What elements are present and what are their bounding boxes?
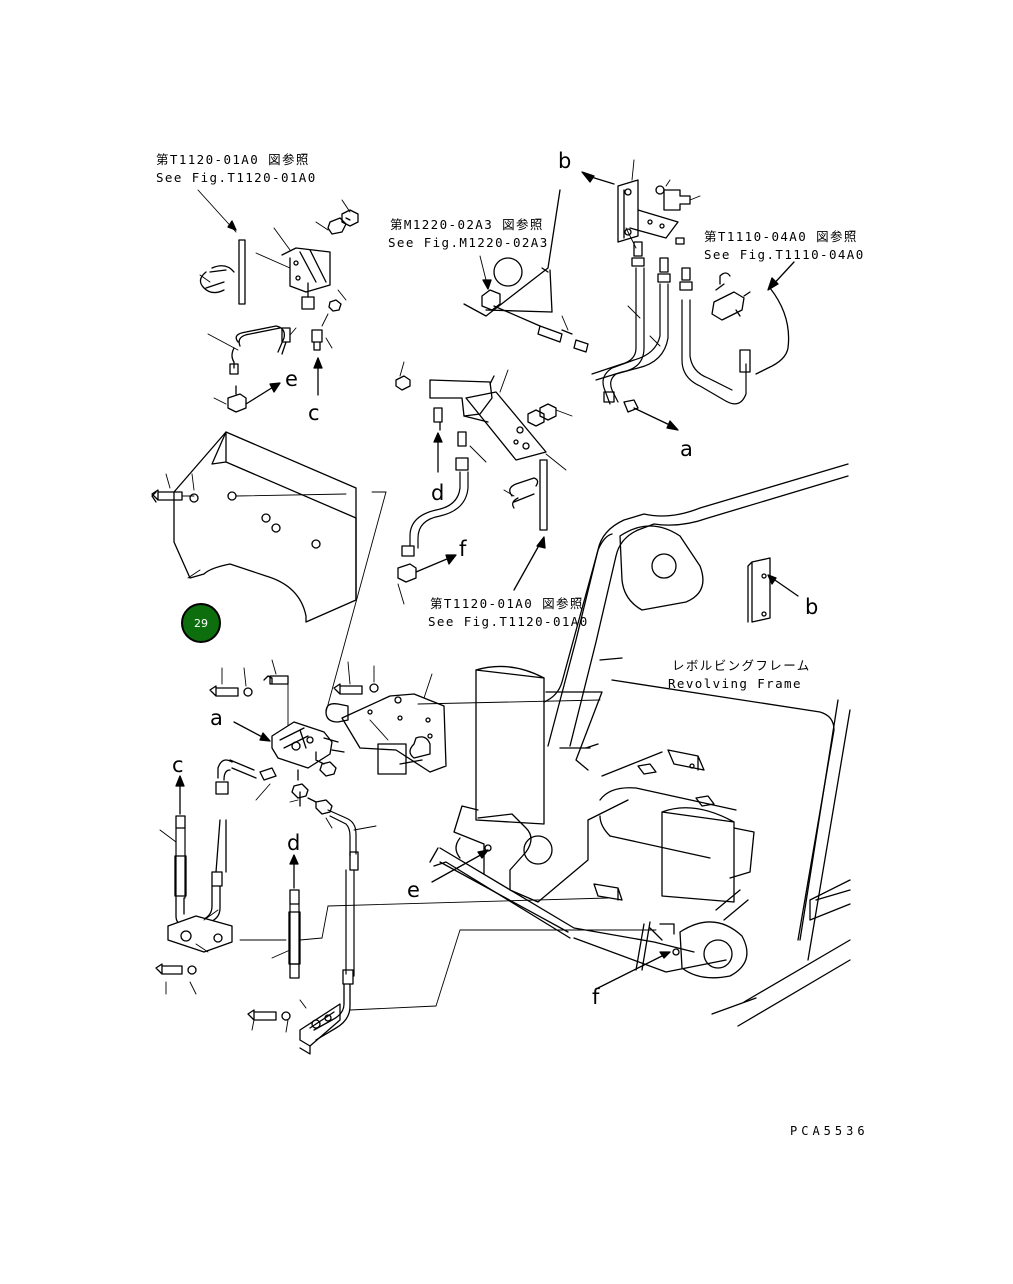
callout-letter-c-lower: c	[172, 753, 184, 777]
top-right-hose-assembly	[463, 159, 795, 431]
callout-letter-b-top: b	[558, 149, 571, 173]
ref-t1110-jp: 第T1110-04A0 図参照	[704, 229, 858, 244]
ref-t1120-top-en: See Fig.T1120-01A0	[156, 170, 317, 185]
center-plate-assembly	[325, 661, 601, 775]
revolving-frame	[429, 463, 851, 1027]
ref-t1120-top-jp: 第T1120-01A0 図参照	[156, 152, 310, 167]
top-left-clamp-assembly	[197, 189, 359, 413]
callout-letter-f-lower: f	[592, 985, 600, 1009]
revolving-frame-jp: レボルビングフレーム	[672, 658, 811, 673]
left-lower-hose-assembly	[155, 775, 287, 995]
ref-t1120-mid-en: See Fig.T1120-01A0	[428, 614, 589, 629]
revolving-frame-label: レボルビングフレーム Revolving Frame	[668, 658, 811, 691]
callout-letter-f-mid: f	[459, 537, 467, 561]
callout-letter-a-right: a	[680, 437, 693, 461]
item-badge-circle	[181, 603, 221, 643]
callout-letter-d-lower: d	[287, 831, 300, 855]
callout-letter-b-right: b	[805, 595, 818, 619]
ref-m1220: 第M1220-02A3 図参照 See Fig.M1220-02A3	[388, 217, 549, 250]
callout-letter-e-left: e	[285, 367, 298, 391]
ref-t1120-mid-jp: 第T1120-01A0 図参照	[430, 596, 584, 611]
ref-m1220-en: See Fig.M1220-02A3	[388, 235, 549, 250]
item-badge-number: 29	[194, 617, 208, 630]
callout-letter-a-valve: a	[210, 706, 223, 730]
item-badge-29[interactable]: 29	[181, 603, 221, 643]
ref-m1220-jp: 第M1220-02A3 図参照	[390, 217, 544, 232]
middle-lower-hose-assembly	[247, 854, 657, 1055]
ref-t1110-en: See Fig.T1110-04A0	[704, 247, 865, 262]
middle-bracket-assembly	[395, 361, 573, 605]
ref-t1120-top: 第T1120-01A0 図参照 See Fig.T1120-01A0	[156, 152, 317, 185]
callout-letter-d-mid: d	[431, 481, 444, 505]
valve-block-assembly	[209, 659, 377, 1041]
cover-plate-assembly	[151, 431, 387, 713]
callout-letter-e-lower: e	[407, 878, 420, 902]
revolving-frame-en: Revolving Frame	[668, 676, 802, 691]
ref-t1120-mid: 第T1120-01A0 図参照 See Fig.T1120-01A0	[428, 596, 589, 629]
ref-t1110: 第T1110-04A0 図参照 See Fig.T1110-04A0	[704, 229, 865, 262]
drawing-code: PCA5536	[790, 1124, 869, 1138]
callout-letter-c-left: c	[308, 401, 320, 425]
